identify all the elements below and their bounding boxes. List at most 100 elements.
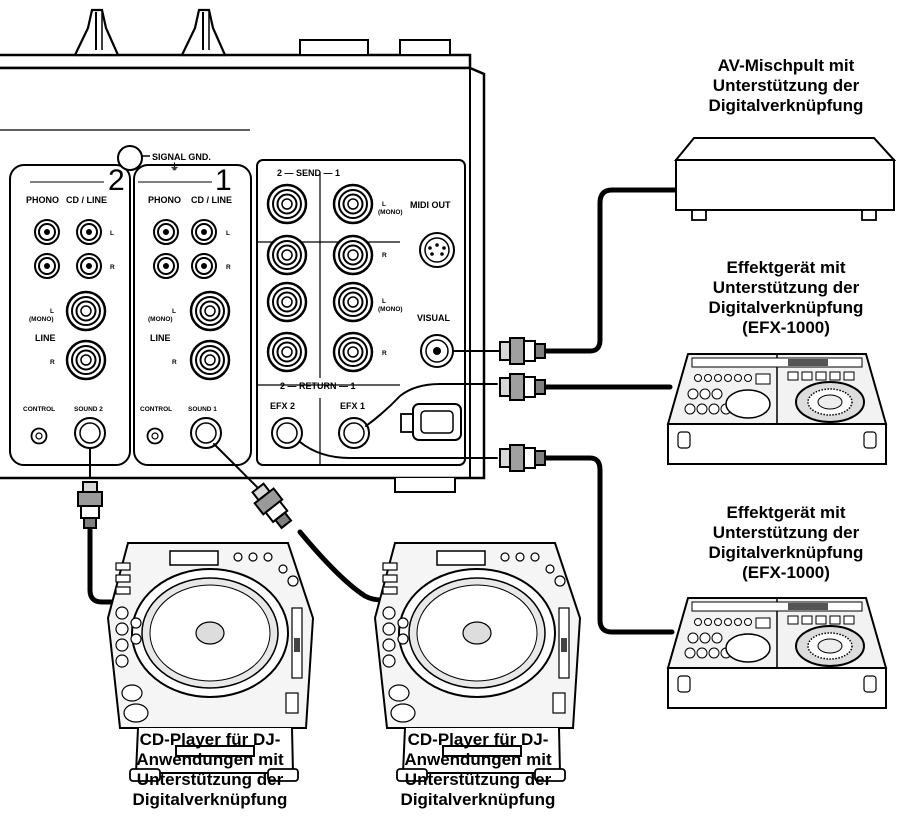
return-1-r-jack[interactable] xyxy=(332,331,374,373)
efx2-jack[interactable] xyxy=(271,417,303,449)
ch2-line-l-jack[interactable] xyxy=(65,290,107,332)
cd-player-left-caption-line: Anwendungen mit xyxy=(136,750,284,769)
ch1-sound-label: SOUND 1 xyxy=(188,406,217,413)
effect-unit-1-caption-line: Digitalverknüpfung xyxy=(708,298,864,317)
return-mono-label: (MONO) xyxy=(378,306,403,313)
ch2-line-label: LINE xyxy=(35,333,56,343)
midi-out-label: MIDI OUT xyxy=(410,200,451,210)
send-1-r-jack[interactable] xyxy=(332,234,374,276)
effect-unit-2-caption: Effektgerät mit Unterstützung der Digita… xyxy=(680,503,892,583)
ch1-cd-r-jack[interactable] xyxy=(191,253,217,279)
effect-unit-1-caption-line: Effektgerät mit xyxy=(726,258,846,277)
av-mixer-device xyxy=(673,137,897,221)
return-r-label: R xyxy=(382,350,387,357)
ch1-l-label: L xyxy=(226,230,230,237)
ch2-phono-l-jack[interactable] xyxy=(34,219,60,245)
channel-2-number: 2 xyxy=(108,164,125,197)
fader-knob-right xyxy=(180,8,227,57)
ch2-phono-r-jack[interactable] xyxy=(34,253,60,279)
sound1-cable-plug xyxy=(251,482,293,530)
cd-player-right-caption-line: CD-Player für DJ- xyxy=(407,730,549,749)
ch1-line-r-label: R xyxy=(172,359,177,366)
ch2-sound-label: SOUND 2 xyxy=(74,406,103,413)
ch1-control-label: CONTROL xyxy=(140,406,172,413)
effect-unit-1-caption-line: (EFX-1000) xyxy=(742,318,830,337)
cd-player-right-caption-line: Unterstützung der xyxy=(404,770,552,789)
av-mixer-caption-line: Digitalverknüpfung xyxy=(708,96,864,115)
ch2-control-jack[interactable] xyxy=(30,427,48,445)
ch1-line-l-label: L xyxy=(172,308,176,315)
visual-jack[interactable] xyxy=(420,334,454,368)
effect-unit-1 xyxy=(667,353,887,465)
effect-unit-1-caption-line: Unterstützung der xyxy=(712,278,860,297)
send-2-r-jack[interactable] xyxy=(266,234,308,276)
return-1-l-jack[interactable] xyxy=(332,281,374,323)
visual-label: VISUAL xyxy=(417,313,451,323)
ch1-mono-label: (MONO) xyxy=(148,316,173,323)
signal-gnd-terminal xyxy=(117,145,143,171)
ch1-phono-r-jack[interactable] xyxy=(153,253,179,279)
efx2-label: EFX 2 xyxy=(270,401,295,411)
send-l-label: L xyxy=(382,201,386,208)
efx1-jack[interactable] xyxy=(338,417,370,449)
sound2-cable-plug xyxy=(77,481,103,529)
effect-unit-2 xyxy=(667,597,887,709)
send-r-label: R xyxy=(382,252,387,259)
return-2-r-jack[interactable] xyxy=(266,331,308,373)
ch1-sound-jack[interactable] xyxy=(190,417,222,449)
mixer: SIGNAL GND. ⏚ 2 1 PHONO CD / LINE L R L … xyxy=(0,8,486,493)
efx1-label: EFX 1 xyxy=(340,401,365,411)
cd-player-right-caption: CD-Player für DJ- Anwendungen mit Unters… xyxy=(368,730,588,810)
av-mixer-caption: AV-Mischpult mit Unterstützung der Digit… xyxy=(680,56,892,116)
efx2-cable-plug xyxy=(499,444,546,472)
ground-symbol: ⏚ xyxy=(170,162,179,172)
ch2-cd-r-jack[interactable] xyxy=(76,253,102,279)
visual-cable-plug xyxy=(499,337,546,365)
ch1-r-label: R xyxy=(226,264,231,271)
ch2-cd-line-label: CD / LINE xyxy=(66,195,107,205)
send-2-l-jack[interactable] xyxy=(266,183,308,225)
send-label: 2 — SEND — 1 xyxy=(277,168,340,178)
ch2-line-r-jack[interactable] xyxy=(65,339,107,381)
return-label: 2 — RETURN — 1 xyxy=(280,381,356,391)
ch1-control-jack[interactable] xyxy=(146,427,164,445)
efx1-cable-plug xyxy=(499,373,546,401)
ch1-cd-line-label: CD / LINE xyxy=(191,195,232,205)
ch2-line-r-label: R xyxy=(50,359,55,366)
fader-knob-left xyxy=(73,8,120,57)
av-mixer-caption-line: AV-Mischpult mit xyxy=(717,56,855,75)
signal-gnd-label: SIGNAL GND. xyxy=(152,152,211,162)
ch1-line-l-jack[interactable] xyxy=(189,290,231,332)
ch1-phono-label: PHONO xyxy=(148,195,181,205)
power-inlet xyxy=(400,403,462,441)
ch2-cd-l-jack[interactable] xyxy=(76,219,102,245)
cd-player-left-caption-line: CD-Player für DJ- xyxy=(139,730,281,749)
effect-unit-2-caption-line: (EFX-1000) xyxy=(742,563,830,582)
send-mono-label: (MONO) xyxy=(378,209,403,216)
cd-player-left-caption-line: Unterstützung der xyxy=(136,770,284,789)
ch2-r-label: R xyxy=(110,264,115,271)
return-l-label: L xyxy=(382,298,386,305)
ch1-phono-l-jack[interactable] xyxy=(153,219,179,245)
effect-unit-2-caption-line: Unterstützung der xyxy=(712,523,860,542)
send-1-l-jack[interactable] xyxy=(332,183,374,225)
ch1-cd-l-jack[interactable] xyxy=(191,219,217,245)
midi-out-jack[interactable] xyxy=(419,232,455,268)
cd-player-right-caption-line: Anwendungen mit xyxy=(404,750,552,769)
effect-unit-2-caption-line: Effektgerät mit xyxy=(726,503,846,522)
cables xyxy=(87,187,679,635)
ch2-line-l-label: L xyxy=(50,308,54,315)
ch2-control-label: CONTROL xyxy=(23,406,55,413)
cd-player-left-caption: CD-Player für DJ- Anwendungen mit Unters… xyxy=(100,730,320,810)
ch1-line-r-jack[interactable] xyxy=(189,339,231,381)
return-2-l-jack[interactable] xyxy=(266,281,308,323)
ch2-mono-label: (MONO) xyxy=(29,316,54,323)
cd-player-right-caption-line: Digitalverknüpfung xyxy=(400,790,556,809)
ch2-l-label: L xyxy=(110,230,114,237)
av-mixer-caption-line: Unterstützung der xyxy=(712,76,860,95)
ch1-line-label: LINE xyxy=(150,333,171,343)
ch2-sound-jack[interactable] xyxy=(74,417,106,449)
ch2-phono-label: PHONO xyxy=(26,195,59,205)
effect-unit-2-caption-line: Digitalverknüpfung xyxy=(708,543,864,562)
cd-player-left-caption-line: Digitalverknüpfung xyxy=(132,790,288,809)
